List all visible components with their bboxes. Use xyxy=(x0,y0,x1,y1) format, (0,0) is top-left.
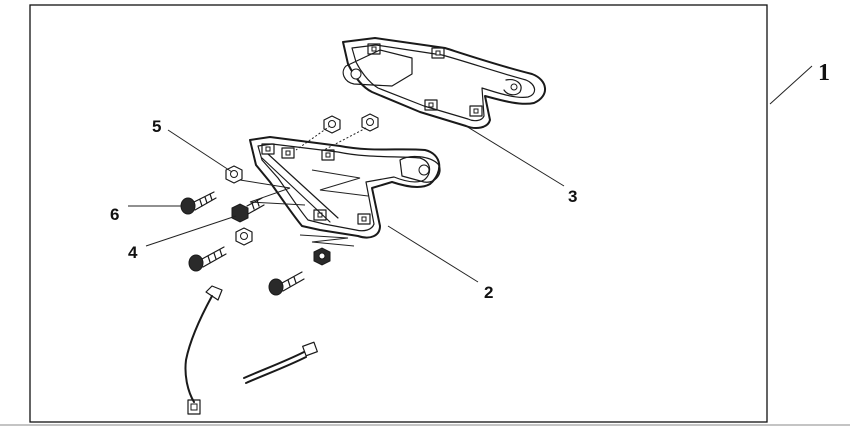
screw-lower-left xyxy=(188,246,227,272)
callout-1: 1 xyxy=(818,60,830,86)
nut-top-right xyxy=(361,113,379,132)
leader-3 xyxy=(465,125,565,187)
diagram-frame xyxy=(29,4,768,423)
leader-2 xyxy=(387,225,479,283)
callout-3: 3 xyxy=(568,187,577,206)
nut-top-left xyxy=(323,115,341,134)
callout-2: 2 xyxy=(484,283,493,302)
upper-bracket xyxy=(342,37,546,129)
nut-lower-center xyxy=(313,247,331,266)
cable-tie xyxy=(243,341,318,384)
leader-5 xyxy=(167,129,233,173)
lower-bracket xyxy=(249,136,441,239)
callout-5: 5 xyxy=(152,117,161,136)
wire-harness xyxy=(184,285,223,415)
alignment-guides xyxy=(239,125,369,247)
screw-lower-center xyxy=(268,271,305,296)
leader-4 xyxy=(145,215,237,247)
leader-1 xyxy=(769,65,813,105)
flange-bolt-4 xyxy=(231,197,265,223)
callout-6: 6 xyxy=(110,205,119,224)
nut-lower xyxy=(235,227,253,246)
nut-5 xyxy=(225,165,243,184)
callout-4: 4 xyxy=(128,243,138,262)
screw-6 xyxy=(180,191,217,215)
